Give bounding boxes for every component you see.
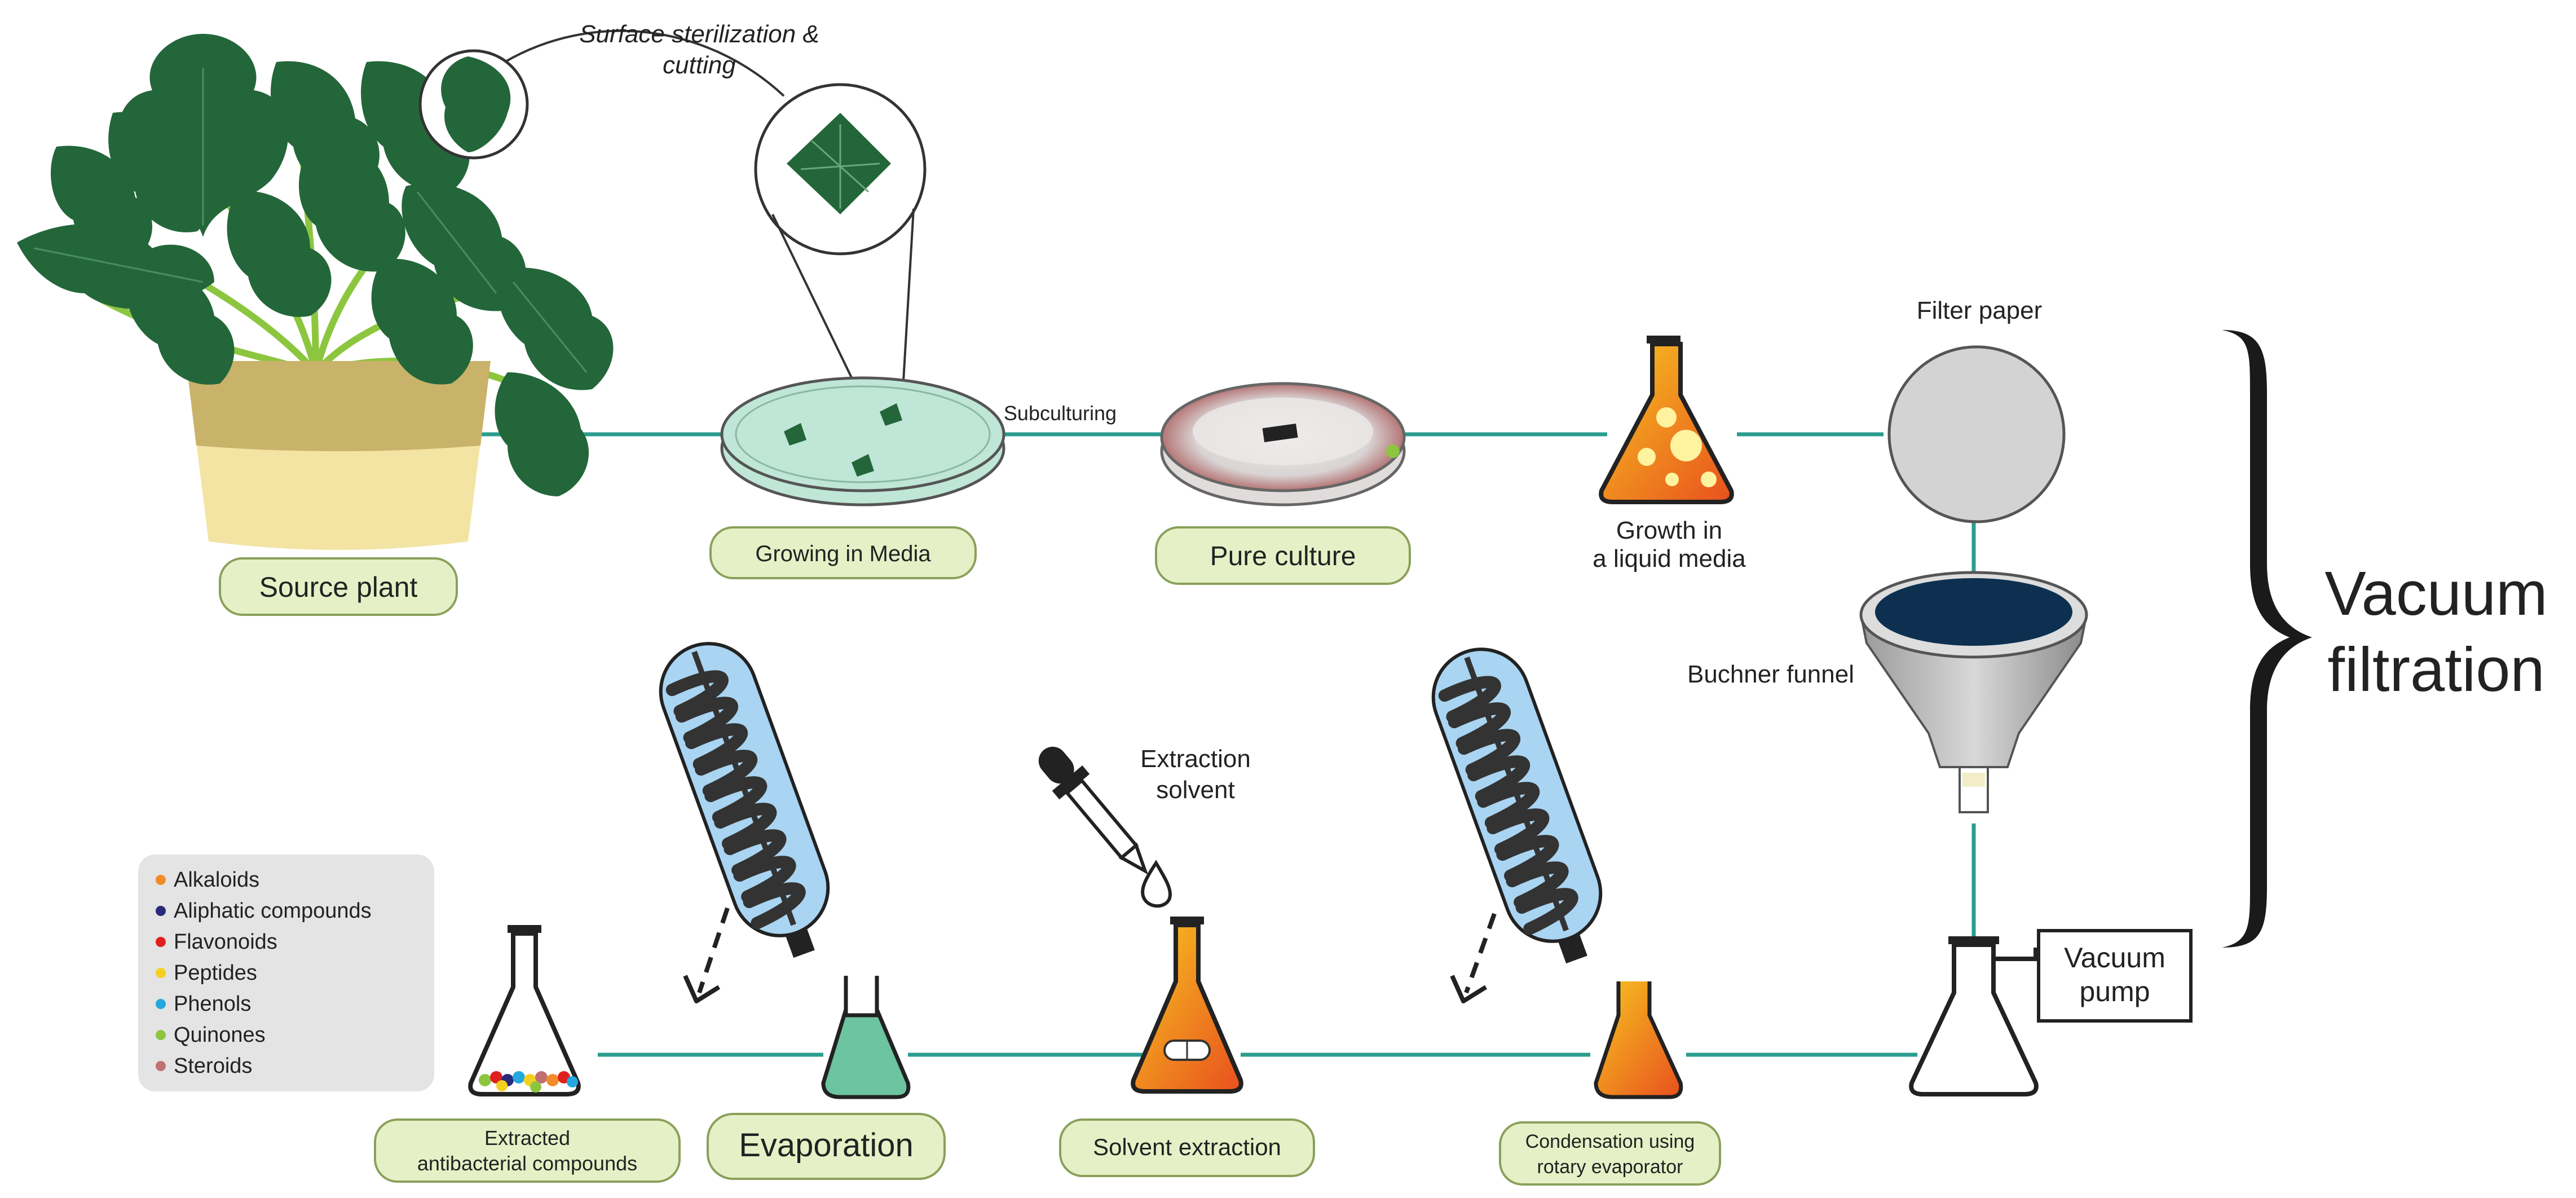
vacuum-filtration-brace: Vacuum filtration	[2222, 330, 2548, 948]
svg-text:Extracted: Extracted	[484, 1126, 570, 1149]
legend-label: Flavonoids	[174, 930, 277, 954]
condensation-pill: Condensation using rotary evaporator	[1499, 1121, 1721, 1186]
vacuum-flask	[1909, 936, 2039, 1096]
svg-text:Solvent extraction: Solvent extraction	[1093, 1134, 1281, 1160]
svg-text:filtration: filtration	[2327, 635, 2544, 704]
legend-label: Quinones	[174, 1023, 266, 1047]
extracted-pill: Extracted antibacterial compounds	[374, 1118, 681, 1183]
legend-dot	[156, 1061, 166, 1071]
solvent-drop	[1141, 860, 1172, 908]
svg-text:Growing in Media: Growing in Media	[755, 541, 931, 566]
source-plant-pill: Source plant	[219, 557, 458, 616]
buchner-funnel: Buchner funnel	[1687, 571, 2088, 813]
svg-text:Source plant: Source plant	[259, 571, 418, 603]
legend-label: Peptides	[174, 961, 257, 985]
rotary-condenser	[1431, 648, 1603, 964]
svg-text:Pure culture: Pure culture	[1210, 541, 1356, 571]
growing-in-media-pill: Growing in Media	[709, 526, 977, 579]
vacuum-pump-box: Vacuum pump	[2037, 929, 2193, 1023]
svg-text:Buchner funnel: Buchner funnel	[1687, 660, 1854, 688]
svg-text:Vacuum: Vacuum	[2324, 559, 2547, 628]
legend-dot	[156, 1030, 166, 1040]
flask-growth-liquid: Growth in a liquid media	[1593, 336, 1746, 572]
legend-label: Aliphatic compounds	[174, 899, 372, 923]
legend-label: Phenols	[174, 992, 251, 1016]
svg-text:Vacuum: Vacuum	[2064, 942, 2165, 974]
svg-text:Evaporation: Evaporation	[739, 1127, 914, 1164]
pure-culture-dish	[1160, 382, 1406, 506]
sterilization-zoom: Surface sterilization & cutting	[418, 20, 927, 427]
solvent-extraction-pill: Solvent extraction	[1059, 1118, 1315, 1177]
legend-label: Alkaloids	[174, 868, 259, 892]
svg-text:cutting: cutting	[663, 51, 736, 79]
svg-text:a liquid media: a liquid media	[1593, 545, 1746, 572]
evaporation-condenser	[659, 642, 830, 958]
legend-dot	[156, 968, 166, 978]
evaporation-flask	[821, 976, 911, 1099]
evaporation-pill: Evaporation	[707, 1113, 946, 1180]
rotary-flask	[1594, 981, 1683, 1099]
svg-text:Condensation using: Condensation using	[1525, 1131, 1695, 1152]
legend-dot	[156, 937, 166, 947]
dashed-arrow-left	[683, 907, 730, 1003]
source-plant-illustration	[17, 34, 614, 550]
filter-paper: Filter paper	[1887, 297, 2066, 523]
svg-text:Surface sterilization &: Surface sterilization &	[579, 20, 819, 48]
legend-label: Steroids	[174, 1054, 252, 1078]
svg-text:solvent: solvent	[1156, 776, 1234, 804]
dashed-arrow-right	[1450, 913, 1497, 1003]
petri-dish-media	[720, 376, 1005, 506]
svg-text:Filter paper: Filter paper	[1917, 297, 2043, 324]
svg-text:antibacterial compounds: antibacterial compounds	[417, 1152, 637, 1175]
extraction-solvent-label: Extraction	[1140, 745, 1251, 773]
subculturing-label: Subculturing	[1004, 402, 1117, 425]
legend-dot	[156, 999, 166, 1009]
legend-dot	[156, 875, 166, 885]
legend-dot	[156, 906, 166, 916]
svg-text:pump: pump	[2079, 976, 2150, 1007]
connector-lines	[474, 432, 1976, 1057]
pure-culture-pill: Pure culture	[1155, 526, 1411, 585]
extracted-flask	[468, 925, 581, 1096]
svg-text:rotary evaporator: rotary evaporator	[1537, 1156, 1683, 1178]
compound-dots	[479, 1071, 578, 1093]
svg-text:Growth in: Growth in	[1616, 517, 1722, 544]
solvent-extraction-flask	[1131, 917, 1243, 1094]
dropper	[1038, 746, 1149, 875]
